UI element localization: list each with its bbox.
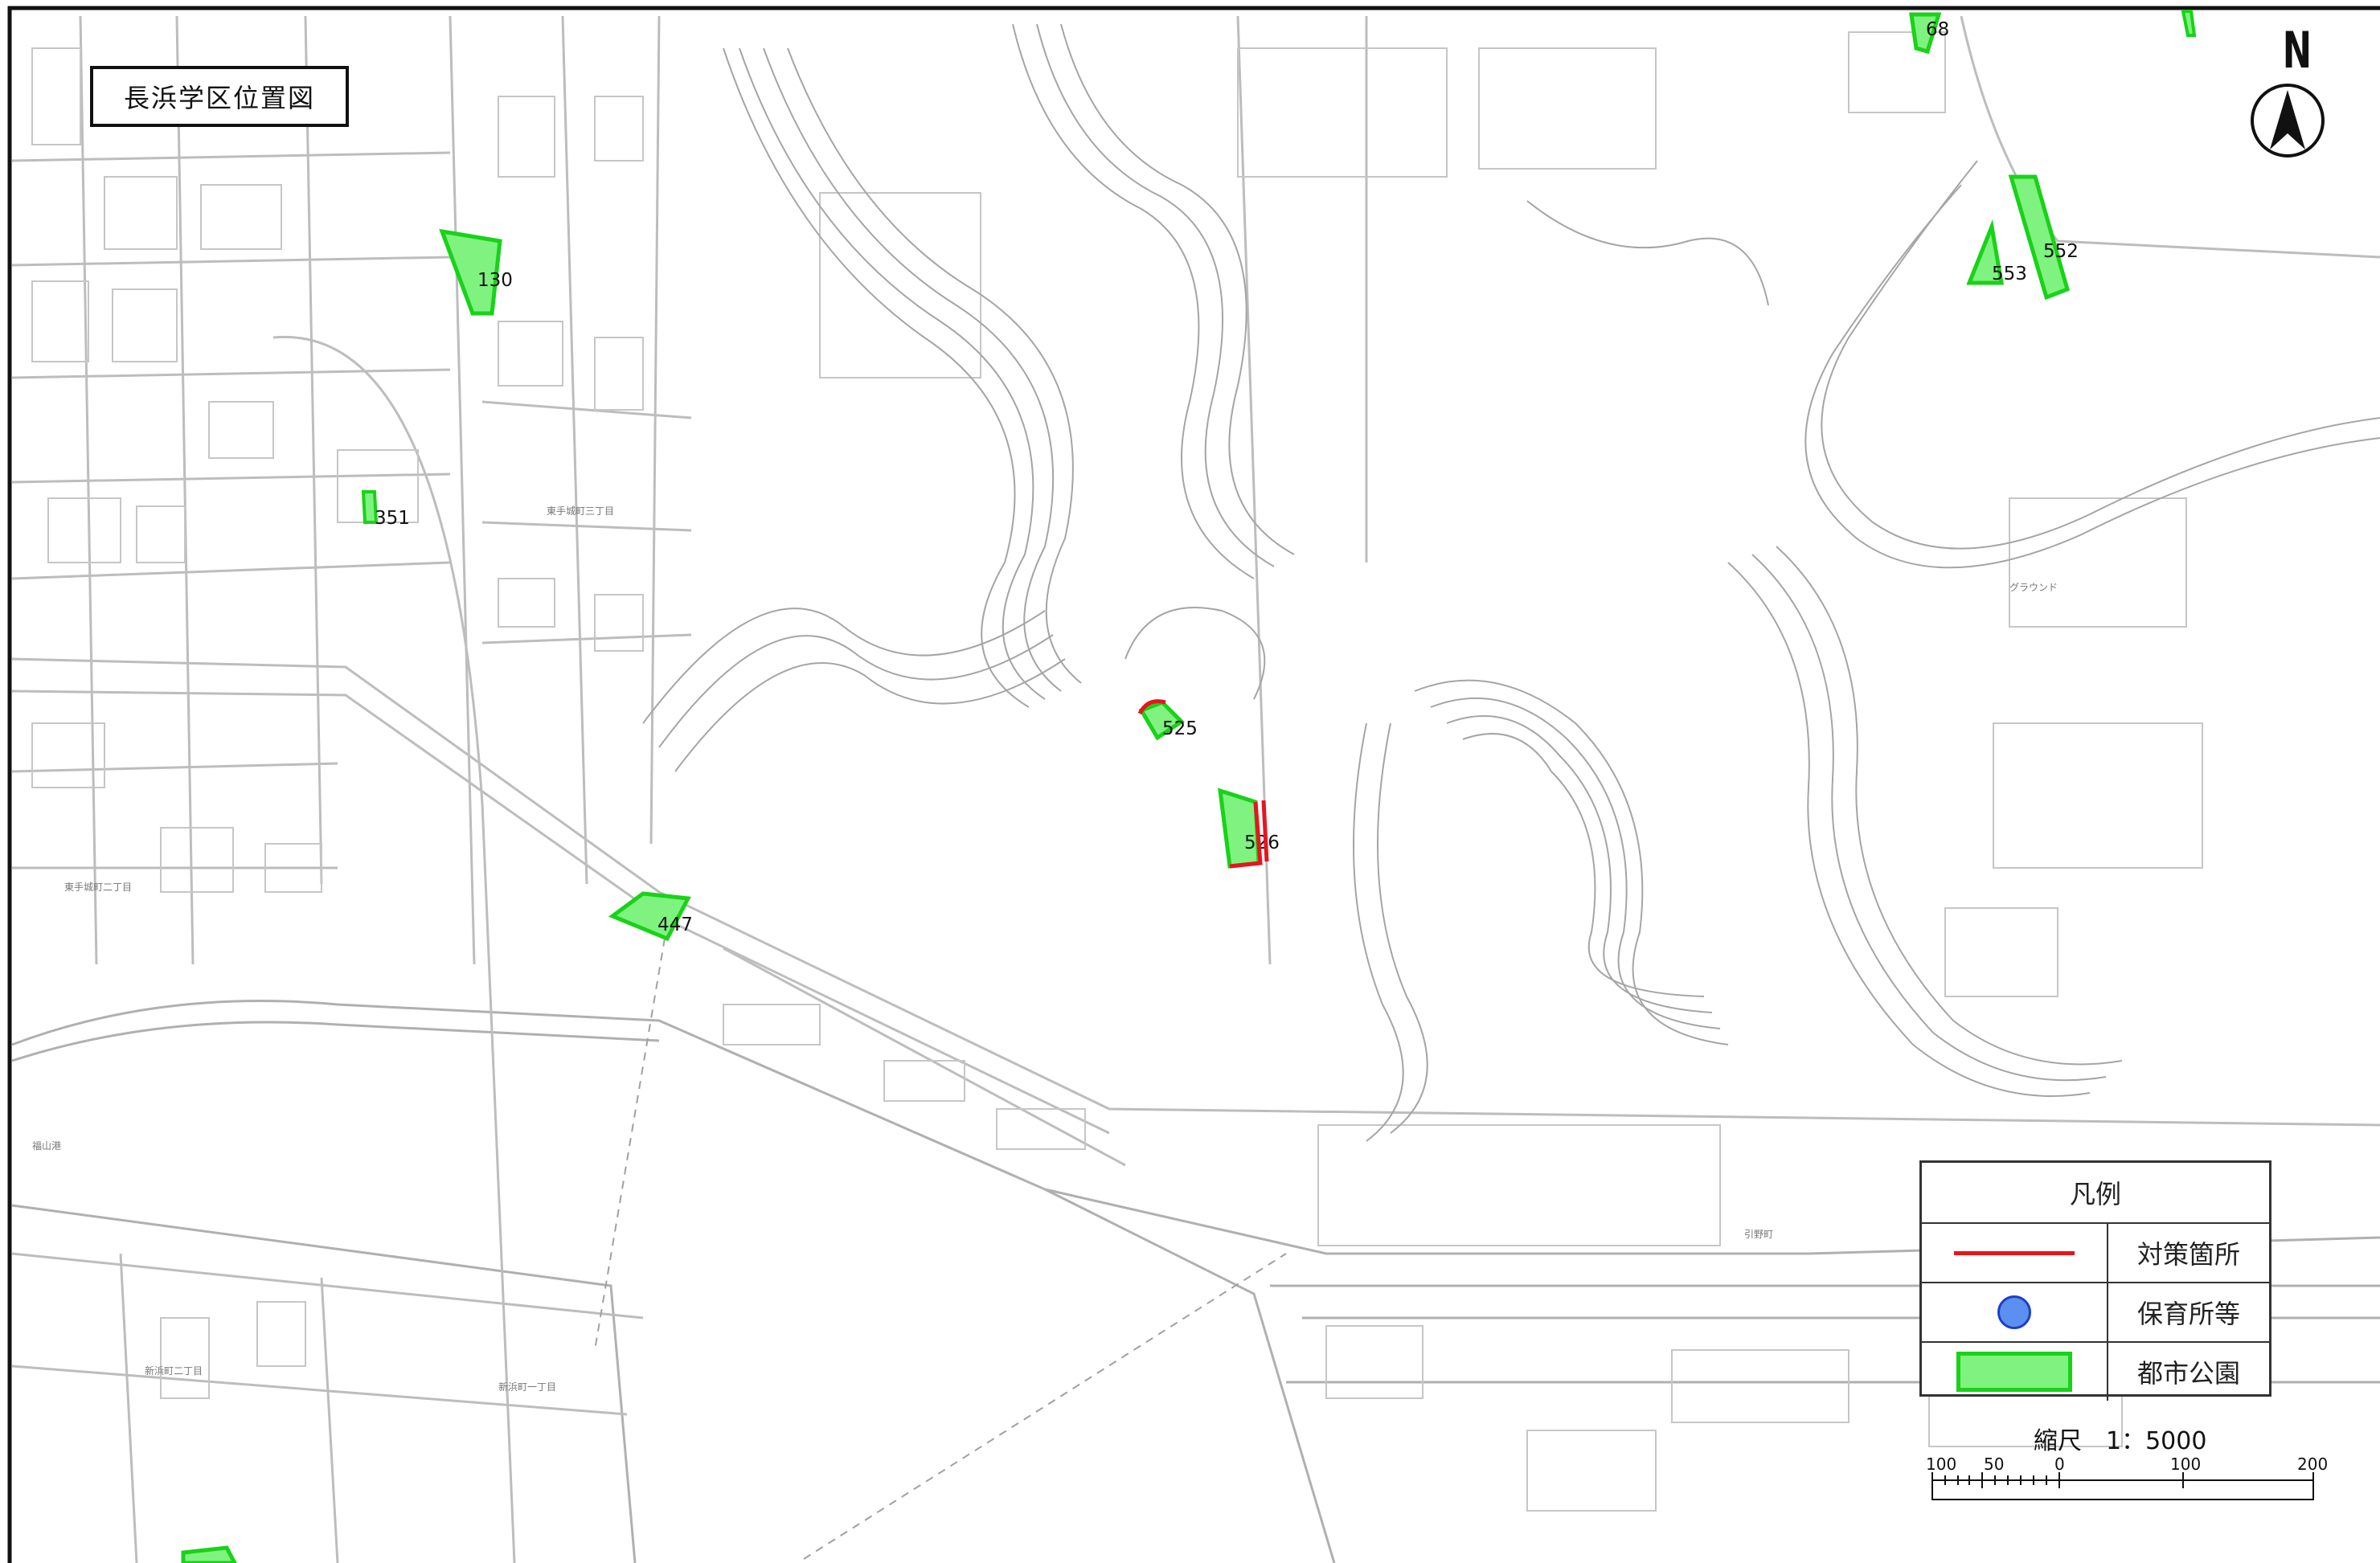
- north-arrow-icon: [2251, 84, 2325, 158]
- contour-lines: [642, 23, 2380, 1142]
- legend-symbol: [1922, 1224, 2108, 1282]
- legend-row-nursery: 保育所等: [1922, 1283, 2269, 1343]
- map-title: 長浜学区位置図: [90, 66, 349, 127]
- park-447[interactable]: [608, 891, 691, 942]
- park-525[interactable]: [1138, 700, 1185, 741]
- legend: 凡例 対策箇所 保育所等 都市公園: [1919, 1160, 2271, 1401]
- park-553[interactable]: [1966, 219, 2004, 285]
- north-label: N: [2282, 21, 2312, 80]
- scale-label: 縮尺 1：5000: [2034, 1427, 2207, 1455]
- park-130[interactable]: [439, 228, 502, 316]
- red-line-icon: [1954, 1250, 2075, 1255]
- park-label-351: 351: [375, 508, 410, 529]
- legend-label: 対策箇所: [2136, 1239, 2240, 1270]
- legend-label: 保育所等: [2136, 1299, 2240, 1329]
- scale-bar: [1931, 1472, 2314, 1500]
- place-name: 東手城町三丁目: [547, 505, 614, 517]
- park-label-553: 553: [1992, 264, 2027, 284]
- legend-label: 都市公園: [2136, 1358, 2240, 1389]
- park-label-525: 525: [1162, 718, 1198, 739]
- legend-symbol: [1922, 1283, 2108, 1341]
- park-68[interactable]: [1909, 12, 1942, 55]
- city-parks: 130 351 447 525 526 552 553 68: [181, 10, 2197, 1563]
- legend-symbol: [1922, 1343, 2108, 1401]
- legend-row-measure: 対策箇所: [1922, 1224, 2269, 1283]
- park-label-130: 130: [477, 270, 513, 291]
- building-blocks: [31, 31, 2203, 1512]
- scale-tick: 50: [1984, 1455, 2005, 1474]
- park-label-68: 68: [1926, 19, 1949, 40]
- place-name: 福山港: [32, 1140, 61, 1152]
- legend-title: 凡例: [1922, 1163, 2269, 1224]
- place-name: 引野町: [1744, 1229, 1773, 1240]
- measure-lines: [1137, 699, 1269, 869]
- park-552[interactable]: [2008, 174, 2071, 301]
- place-name: 新浜町二丁目: [145, 1365, 203, 1377]
- park-351[interactable]: [361, 490, 379, 524]
- legend-row-park: 都市公園: [1922, 1343, 2269, 1401]
- park-label-447: 447: [657, 914, 693, 935]
- scale-tick: 200: [2297, 1455, 2329, 1474]
- park-label-526: 526: [1244, 833, 1280, 853]
- scale-tick: 100: [1926, 1455, 1957, 1474]
- park-label-552: 552: [2043, 241, 2079, 262]
- road-network: [11, 15, 2380, 1563]
- place-name: 新浜町一丁目: [498, 1381, 556, 1393]
- place-name: 東手城町二丁目: [64, 882, 132, 893]
- scale-tick: 0: [2054, 1455, 2065, 1474]
- measure-line-526[interactable]: [1229, 801, 1263, 869]
- park-partial-top-right[interactable]: [2181, 10, 2197, 37]
- green-area-icon: [1956, 1352, 2072, 1392]
- scale-tick: 100: [2170, 1455, 2202, 1474]
- blue-circle-icon: [1997, 1295, 2031, 1329]
- park-partial-bottom-left[interactable]: [181, 1545, 237, 1563]
- place-name: グラウンド: [2009, 582, 2058, 593]
- measure-line-525[interactable]: [1137, 699, 1166, 715]
- place-names: 福山港 引野町 グラウンド 東手城町三丁目 新浜町一丁目 新浜町二丁目 東手城町…: [32, 505, 2058, 1393]
- measure-line-526-b[interactable]: [1261, 800, 1269, 862]
